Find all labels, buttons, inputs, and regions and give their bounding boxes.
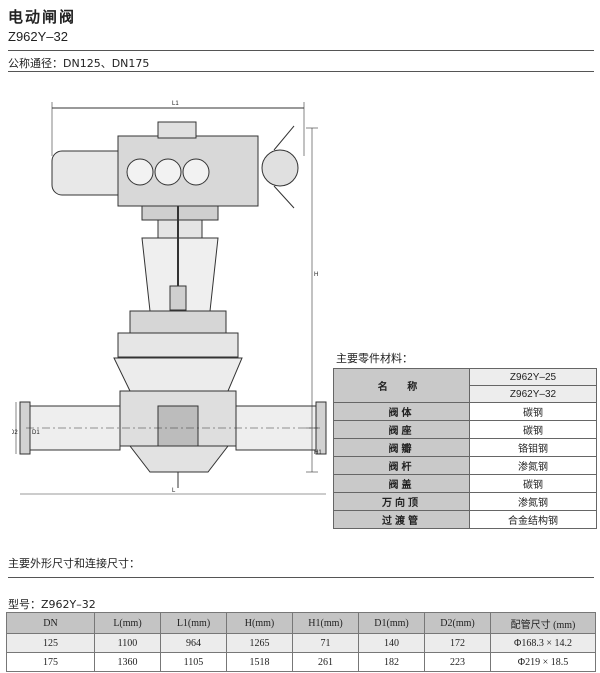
part-material: 碳钢 xyxy=(469,402,597,421)
nominal-diameter-label: 公称通径：DN125、DN175 xyxy=(8,57,150,70)
model-heading: Z962Y–32 xyxy=(8,29,68,44)
table-cell: 172 xyxy=(424,633,491,653)
table-row: 阀体碳钢 xyxy=(333,402,597,421)
table-cell: 140 xyxy=(358,633,425,653)
table-cell: 223 xyxy=(424,652,491,672)
part-material: 渗氮钢 xyxy=(469,492,597,511)
table-cell: 125 xyxy=(6,633,95,653)
dimensions-title: 主要外形尺寸和连接尺寸： xyxy=(8,557,140,570)
part-material: 合金结构钢 xyxy=(469,510,597,529)
part-name: 阀杆 xyxy=(333,456,470,475)
table-row: 阀座碳钢 xyxy=(333,420,597,439)
table-cell: Φ168.3 × 14.2 xyxy=(490,633,596,653)
dim-label-l: L xyxy=(172,488,176,494)
table-cell: 1100 xyxy=(94,633,161,653)
col-header: H1(mm) xyxy=(292,612,359,634)
col-header: L1(mm) xyxy=(160,612,227,634)
table-cell: 1360 xyxy=(94,652,161,672)
table-cell: 175 xyxy=(6,652,95,672)
table-row: 阀杆渗氮钢 xyxy=(333,456,597,475)
divider-top xyxy=(8,50,594,51)
table-cell: 261 xyxy=(292,652,359,672)
table-row: 过渡管合金结构钢 xyxy=(333,510,597,529)
parts-header-label: 名 称 xyxy=(333,368,470,403)
table-cell: Φ219 × 18.5 xyxy=(490,652,596,672)
parts-model-1: Z962Y–25 xyxy=(469,368,597,386)
divider-dims xyxy=(8,577,594,578)
part-name: 阀瓣 xyxy=(333,438,470,457)
dimensions-table: DN L(mm) L1(mm) H(mm) H1(mm) D1(mm) D2(m… xyxy=(6,612,596,672)
part-name: 阀座 xyxy=(333,420,470,439)
parts-material-table: 名 称 Z962Y–25 Z962Y–32 阀体碳钢 阀座碳钢 阀瓣铬钼钢 阀杆… xyxy=(333,368,597,529)
page-title: 电动闸阀 xyxy=(8,8,77,26)
dim-label-l1: L1 xyxy=(172,101,179,107)
table-row: 阀盖碳钢 xyxy=(333,474,597,493)
dim-label-d1: D1 xyxy=(32,430,40,436)
col-header: L(mm) xyxy=(94,612,161,634)
table-row: 阀瓣铬钼钢 xyxy=(333,438,597,457)
table-cell: 1265 xyxy=(226,633,293,653)
dim-label-h: H xyxy=(314,272,318,278)
valve-technical-drawing: L1 H H1 D2 D1 L xyxy=(12,101,327,495)
parts-model-2: Z962Y–32 xyxy=(469,385,597,403)
divider-dn xyxy=(8,71,594,72)
table-row: 175 1360 1105 1518 261 182 223 Φ219 × 18… xyxy=(6,652,596,672)
part-name: 过渡管 xyxy=(333,510,470,529)
part-material: 碳钢 xyxy=(469,474,597,493)
col-header: 配管尺寸 (mm) xyxy=(490,612,596,634)
col-header: H(mm) xyxy=(226,612,293,634)
table-header-row: DN L(mm) L1(mm) H(mm) H1(mm) D1(mm) D2(m… xyxy=(6,612,596,634)
table-row: 125 1100 964 1265 71 140 172 Φ168.3 × 14… xyxy=(6,633,596,653)
dim-label-h1: H1 xyxy=(314,450,322,456)
table-cell: 964 xyxy=(160,633,227,653)
table-cell: 182 xyxy=(358,652,425,672)
table-row: 万向顶渗氮钢 xyxy=(333,492,597,511)
part-name: 阀体 xyxy=(333,402,470,421)
part-material: 碳钢 xyxy=(469,420,597,439)
type-label: 型号：Z962Y–32 xyxy=(8,598,96,611)
part-name: 阀盖 xyxy=(333,474,470,493)
parts-title: 主要零件材料： xyxy=(336,352,413,365)
col-header: DN xyxy=(6,612,95,634)
table-cell: 1518 xyxy=(226,652,293,672)
table-cell: 1105 xyxy=(160,652,227,672)
dim-label-d2: D2 xyxy=(12,430,18,436)
col-header: D2(mm) xyxy=(424,612,491,634)
part-material: 铬钼钢 xyxy=(469,438,597,457)
part-name: 万向顶 xyxy=(333,492,470,511)
table-cell: 71 xyxy=(292,633,359,653)
part-material: 渗氮钢 xyxy=(469,456,597,475)
col-header: D1(mm) xyxy=(358,612,425,634)
